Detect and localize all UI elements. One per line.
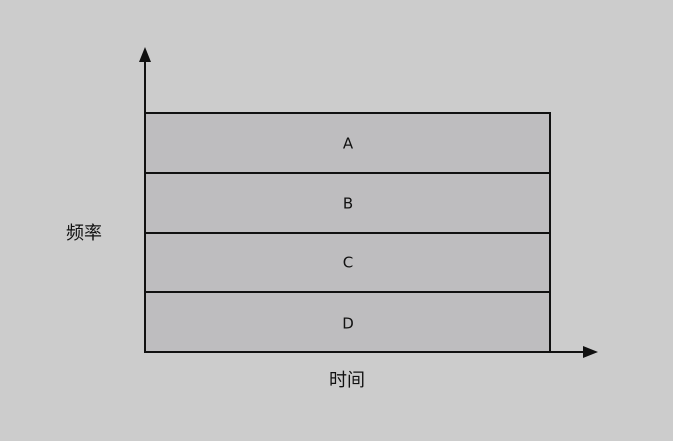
band-a-label: A <box>343 135 354 153</box>
band-c-rect <box>144 232 551 293</box>
x-axis-title: 时间 <box>329 370 365 391</box>
band-d-label: D <box>342 315 354 333</box>
band-d: D <box>144 291 551 353</box>
band-a-rect <box>144 112 551 174</box>
band-d-rect <box>144 291 551 353</box>
band-c: C <box>144 232 551 293</box>
y-axis-arrowhead <box>139 47 151 62</box>
band-b-label: B <box>343 195 353 213</box>
y-axis-title: 频率 <box>66 223 102 244</box>
x-axis-arrowhead <box>583 346 598 358</box>
band-b-rect <box>144 172 551 234</box>
band-c-label: C <box>343 254 353 272</box>
band-b: B <box>144 172 551 234</box>
band-a: A <box>144 112 551 174</box>
